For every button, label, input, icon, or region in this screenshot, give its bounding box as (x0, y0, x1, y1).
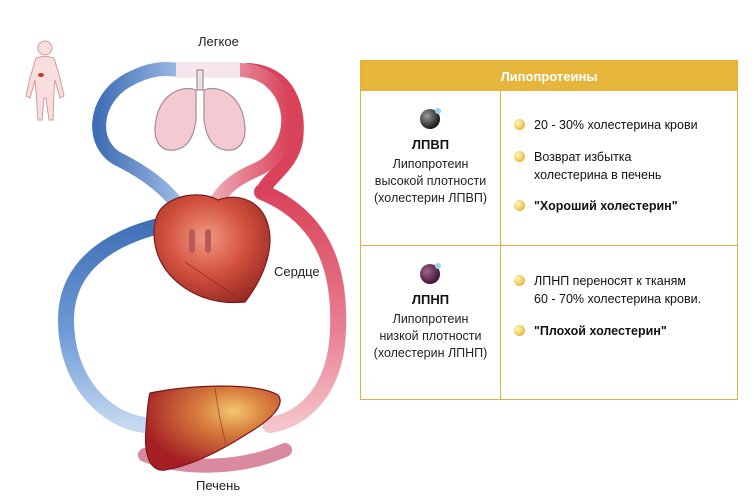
human-figure-icon (25, 40, 65, 121)
vein-systemic-left (57, 214, 186, 433)
table-header: Липопротеины (361, 61, 737, 91)
capillary-top (176, 62, 240, 78)
ldl-facts-cell: ЛПНП переносят к тканям 60 - 70% холесте… (502, 246, 737, 400)
lungs-icon (154, 69, 246, 151)
ldl-fact-2: "Плохой холестерин" (514, 322, 667, 340)
ldl-row: ЛПНП Липопротеин низкой плотности (холес… (361, 245, 737, 400)
hdl-facts-cell: 20 - 30% холестерина крови Возврат избыт… (502, 91, 737, 245)
bullet-dot-icon (514, 325, 525, 336)
ldl-particle-icon (419, 263, 441, 284)
ldl-abbr: ЛПНП (411, 292, 450, 307)
heart-icon (153, 194, 271, 304)
hdl-description: Липопротеин высокой плотности (холестери… (374, 157, 487, 205)
hdl-info-cell: ЛПВП Липопротеин высокой плотности (холе… (361, 91, 501, 245)
lung-label: Легкое (198, 34, 239, 49)
circulation-diagram (25, 40, 347, 473)
bullet-dot-icon (514, 119, 525, 130)
hdl-fact-2: Возврат избытка холестерина в печень (514, 148, 661, 184)
heart-label: Сердце (274, 264, 320, 279)
artery-systemic-right (254, 184, 347, 433)
lipoprotein-table: Липопротеины ЛПВП Липопротеин высокой пл… (360, 60, 738, 400)
bullet-dot-icon (514, 200, 525, 211)
pulmonary-artery (92, 62, 197, 239)
ldl-description: Липопротеин низкой плотности (холестерин… (373, 312, 488, 360)
hdl-fact-1: 20 - 30% холестерина крови (514, 116, 698, 134)
bullet-dot-icon (514, 151, 525, 162)
hdl-row: ЛПВП Липопротеин высокой плотности (холе… (361, 91, 737, 245)
hdl-particle-icon (419, 108, 441, 129)
hdl-abbr: ЛПВП (411, 137, 450, 152)
hdl-fact-3: "Хороший холестерин" (514, 197, 678, 215)
ldl-info-cell: ЛПНП Липопротеин низкой плотности (холес… (361, 246, 501, 400)
ldl-fact-1: ЛПНП переносят к тканям 60 - 70% холесте… (514, 272, 701, 308)
pulmonary-vein (199, 63, 296, 239)
liver-label: Печень (196, 478, 241, 493)
liver-icon (144, 385, 281, 471)
bullet-dot-icon (514, 275, 525, 286)
